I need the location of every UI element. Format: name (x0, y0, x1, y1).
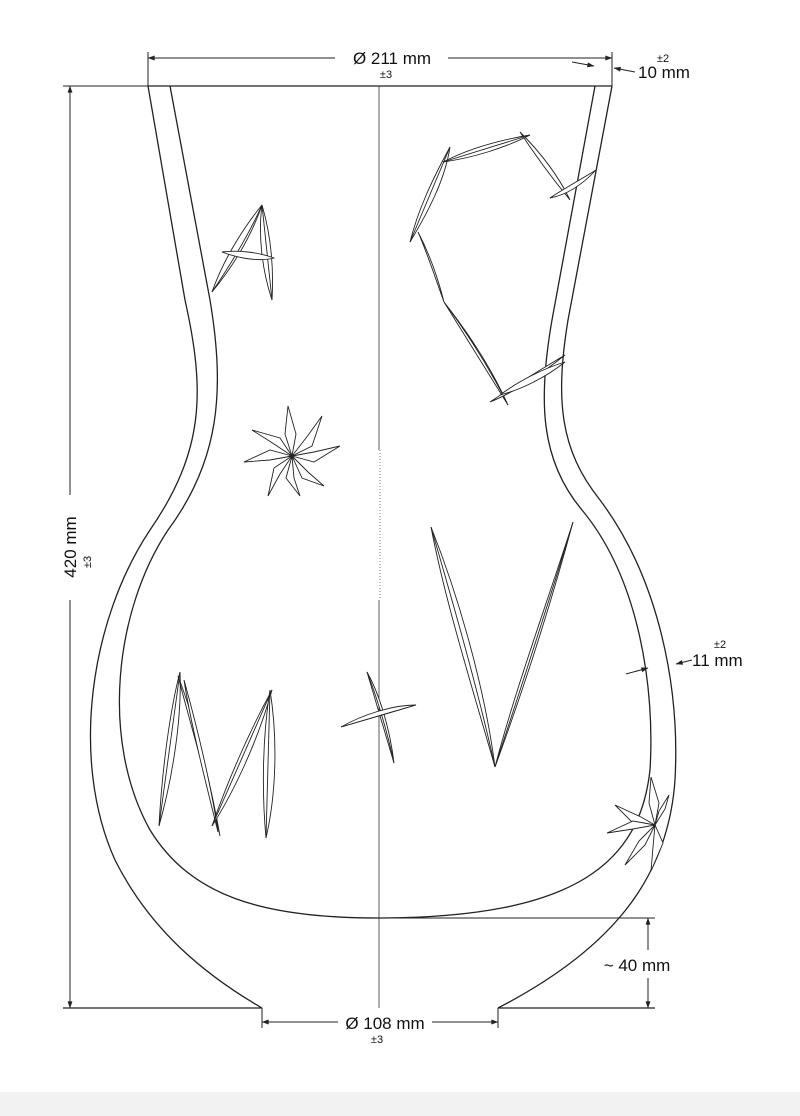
dim-base-diameter (261, 1008, 499, 1028)
decoration-leaf-wreath (409, 131, 597, 406)
wall-side-tolerance: ±2 (714, 639, 726, 651)
bottom-thickness-label: ~ 40 mm (604, 956, 671, 975)
dim-wall-side (625, 659, 693, 675)
decoration-star-right (606, 776, 670, 872)
dim-top-diameter (147, 52, 613, 86)
base-diameter-tolerance: ±3 (371, 1034, 383, 1046)
footer-band (0, 1092, 800, 1116)
top-diameter-label: Ø 211 mm (353, 49, 431, 68)
decoration-letter-a (211, 204, 276, 301)
dim-wall-top (571, 61, 636, 73)
vase-outer-profile (89, 85, 677, 1009)
wall-side-label: 11 mm (692, 651, 743, 670)
height-tolerance: ±3 (82, 556, 94, 568)
decoration-letter-m (158, 671, 276, 839)
decoration-letter-v (430, 521, 574, 768)
decoration-cross (340, 671, 417, 764)
vase-inner-profile (118, 85, 652, 919)
wall-top-label: 10 mm (638, 63, 690, 82)
decoration-star-left (243, 405, 341, 497)
height-label: 420 mm (61, 516, 80, 577)
base-diameter-label: Ø 108 mm (345, 1014, 424, 1033)
wall-top-tolerance: ±2 (657, 53, 669, 65)
dim-height (63, 85, 148, 1009)
top-diameter-tolerance: ±3 (380, 69, 392, 81)
